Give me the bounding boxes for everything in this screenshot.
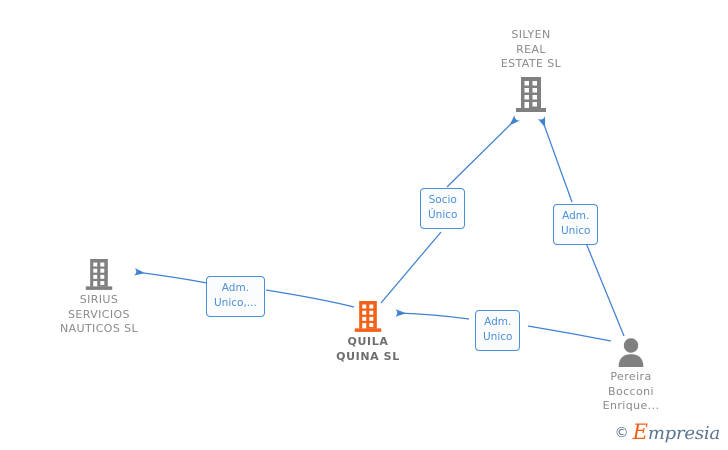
node-quila-quina[interactable]: QUILA QUINA SL: [293, 299, 443, 364]
person-icon: [556, 336, 706, 368]
building-icon: [456, 75, 606, 113]
node-silyen-real-estate[interactable]: SILYEN REAL ESTATE SL: [456, 28, 606, 113]
node-pereira-bocconi-enrique[interactable]: Pereira Bocconi Enrique...: [556, 336, 706, 414]
node-sirius-servicios-nauticos[interactable]: SIRIUS SERVICIOS NAUTICOS SL: [24, 257, 174, 337]
edge-label-socio-unico[interactable]: Socio Único: [420, 188, 466, 229]
node-label-sirius: SIRIUS SERVICIOS NAUTICOS SL: [59, 293, 139, 335]
edge-label-adm-unico-pereira-silyen[interactable]: Adm. Unico: [553, 204, 599, 245]
building-icon: [24, 257, 174, 291]
edge-pereira-to-silyen[interactable]: [537, 116, 625, 337]
empresia-logo: Empresia: [632, 420, 721, 444]
building-icon: [293, 299, 443, 333]
edge-label-adm-unico-quila-sirius[interactable]: Adm. Unico,...: [206, 276, 265, 317]
copyright-icon: ©: [614, 424, 629, 441]
edge-quila-to-silyen[interactable]: [380, 115, 520, 304]
empresia-watermark: © Empresia: [614, 420, 721, 444]
empresia-logo-text: mpresia: [647, 423, 720, 444]
node-label-quila: QUILA QUINA SL: [336, 335, 400, 363]
empresia-logo-initial: E: [632, 420, 648, 444]
edge-quila-to-sirius[interactable]: [134, 268, 355, 308]
edge-pereira-to-quila[interactable]: [395, 309, 612, 342]
node-label-silyen: SILYEN REAL ESTATE SL: [500, 28, 562, 70]
edge-label-adm-unico-pereira-quila[interactable]: Adm. Unico: [475, 310, 521, 351]
node-label-pereira: Pereira Bocconi Enrique...: [602, 370, 660, 412]
